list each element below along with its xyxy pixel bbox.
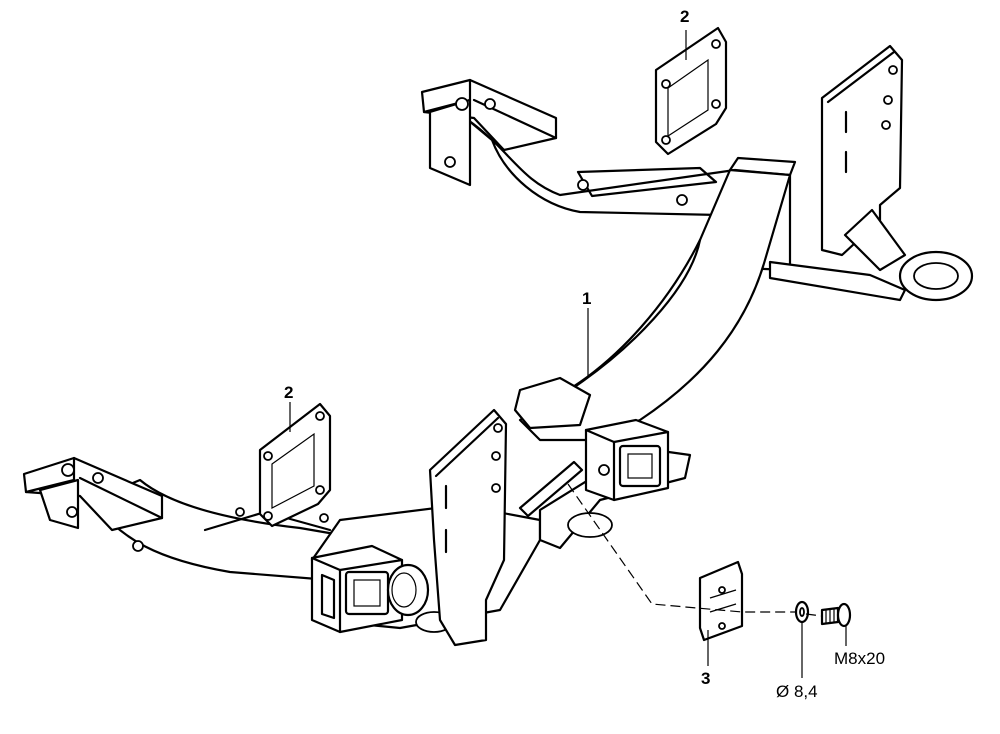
rear-side-arm: [466, 118, 792, 272]
label-bolt-size: M8x20: [834, 649, 885, 668]
right-side-plate: [768, 44, 974, 302]
washer: [794, 600, 810, 624]
assembly-path: [567, 483, 796, 613]
leader-lines: [289, 30, 847, 678]
label-part-3: 3: [701, 669, 710, 688]
label-part-2-top: 2: [680, 7, 689, 26]
front-vertical-plate: [428, 408, 508, 647]
main-cross-beam: [513, 156, 797, 442]
part-3-plate: [698, 560, 744, 642]
label-part-2-left: 2: [284, 383, 293, 402]
rear-left-bracket: [420, 78, 558, 187]
mounting-plate-left: [258, 402, 332, 528]
front-left-bracket: [22, 456, 164, 532]
bolt: [820, 602, 852, 628]
mounting-plate-top: [654, 26, 728, 156]
label-washer-size: Ø 8,4: [776, 682, 818, 701]
label-part-1: 1: [582, 289, 591, 308]
